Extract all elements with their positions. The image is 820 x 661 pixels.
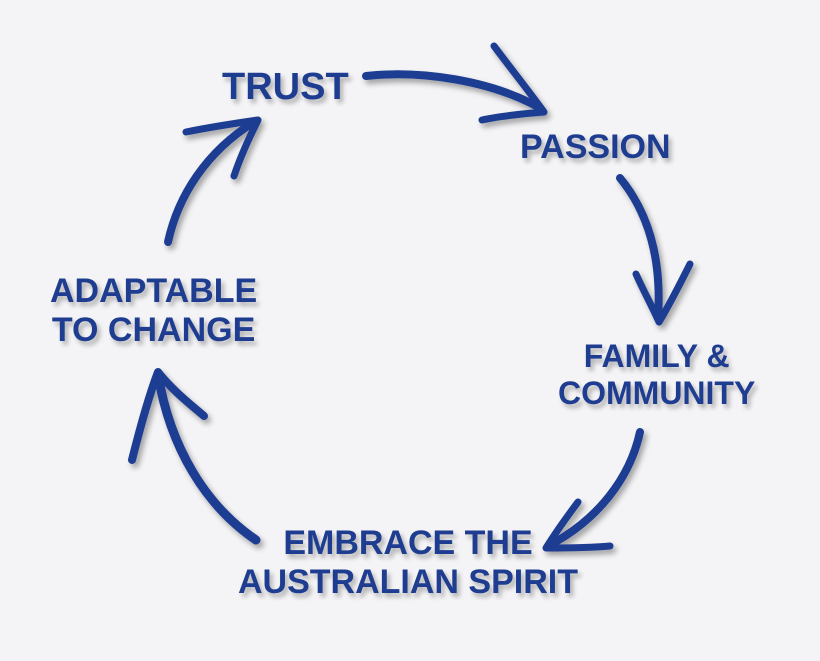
node-passion: PASSION — [520, 128, 671, 167]
node-embrace-australian-spirit: EMBRACE THE AUSTRALIAN SPIRIT — [238, 524, 578, 602]
node-passion-line-1: PASSION — [520, 128, 671, 166]
node-family-line-1: FAMILY & — [583, 338, 730, 374]
node-adaptable-to-change: ADAPTABLE TO CHANGE — [50, 272, 257, 350]
node-adaptable-line-2: TO CHANGE — [51, 311, 256, 350]
node-family-line-2: COMMUNITY — [558, 374, 756, 411]
arrow-family-to-embrace — [542, 428, 644, 552]
node-trust: TRUST — [222, 66, 349, 110]
node-embrace-line-2: AUSTRALIAN SPIRIT — [238, 563, 578, 602]
arrow-embrace-to-adaptable — [128, 368, 261, 545]
node-adaptable-line-1: ADAPTABLE — [50, 272, 258, 310]
arrow-trust-to-passion — [362, 42, 548, 124]
node-family-community: FAMILY & COMMUNITY — [558, 338, 755, 412]
arrow-adaptable-to-trust — [164, 116, 262, 246]
node-trust-line-1: TRUST — [222, 66, 349, 108]
arrow-passion-to-family — [616, 174, 694, 326]
node-embrace-line-1: EMBRACE THE — [283, 524, 533, 562]
